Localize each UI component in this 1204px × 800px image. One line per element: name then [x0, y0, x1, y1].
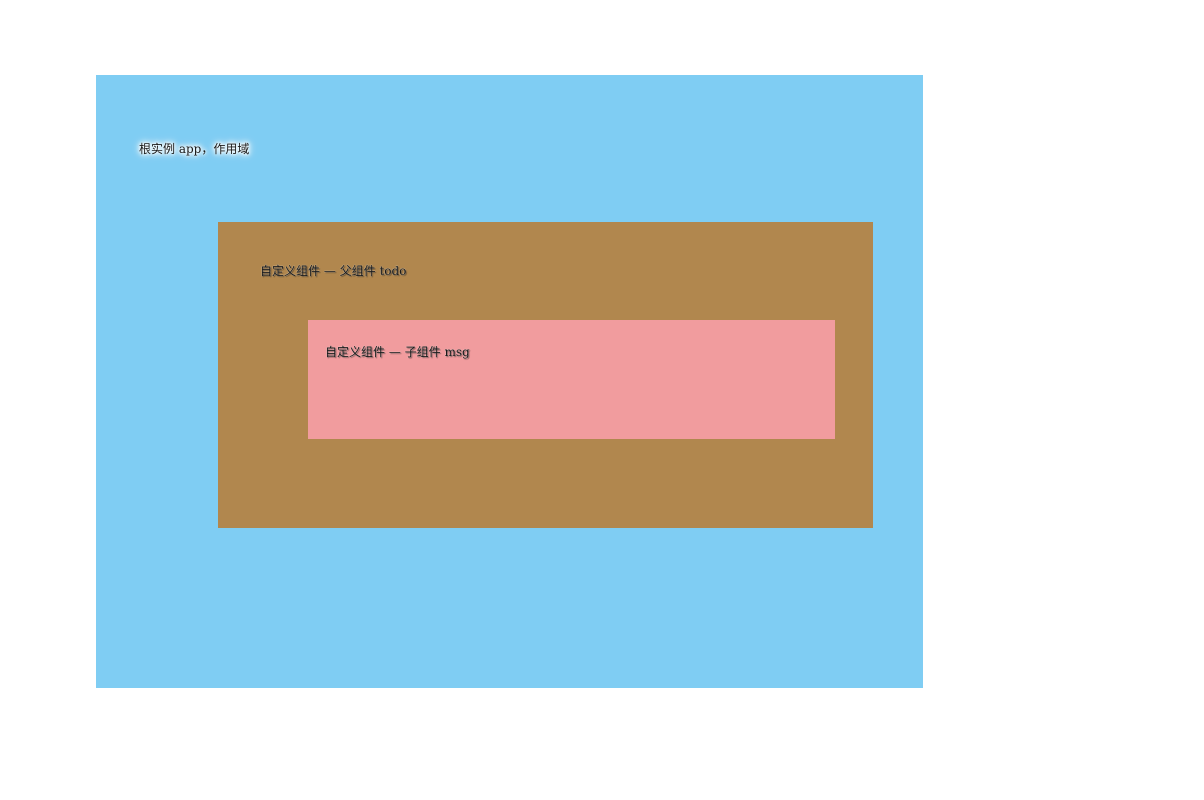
- parent-component-label: 自定义组件 — 父组件 todo: [260, 264, 407, 278]
- parent-component-todo-container: 自定义组件 — 父组件 todo 自定义组件 — 子组件 msg: [218, 222, 873, 528]
- root-instance-app-container: 根实例 app，作用域 自定义组件 — 父组件 todo 自定义组件 — 子组件…: [96, 75, 923, 688]
- child-component-label: 自定义组件 — 子组件 msg: [325, 345, 470, 359]
- root-instance-label: 根实例 app，作用域: [139, 142, 250, 156]
- child-component-msg-container: 自定义组件 — 子组件 msg: [308, 320, 835, 439]
